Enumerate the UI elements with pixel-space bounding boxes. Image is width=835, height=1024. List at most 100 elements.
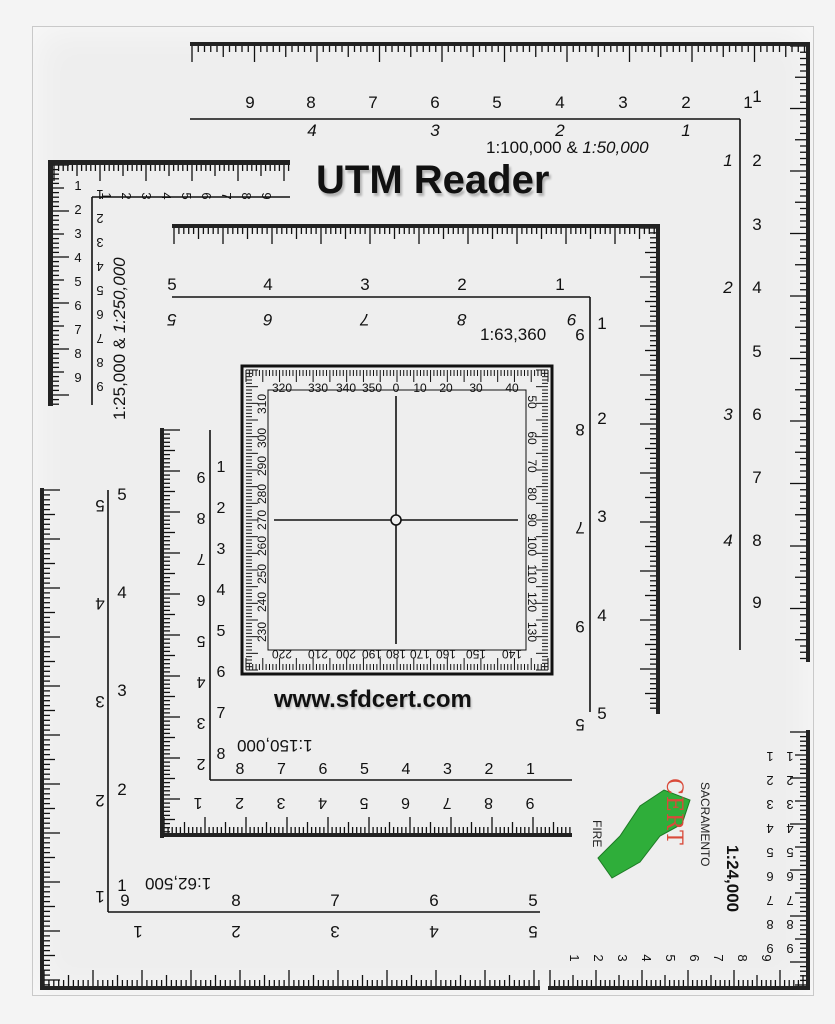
left-scale-number: 4 [74, 250, 81, 265]
protractor [240, 364, 554, 676]
lower-scale-number: 1 [117, 876, 126, 895]
left-scale-number-2: 1 [96, 187, 103, 202]
protractor-degree-right: 110 [525, 564, 539, 583]
protractor-degree-right: 120 [525, 592, 539, 612]
inner-scale-number-mirror: 3 [196, 714, 205, 731]
top-scale-number: 5 [492, 93, 501, 112]
inner-bottom-number: 6 [319, 761, 328, 778]
inner-scale-number: 4 [217, 582, 226, 599]
top-scale-number: 4 [555, 93, 564, 112]
protractor-degree-bottom: 150 [466, 647, 486, 661]
br-scale-number-2: 1 [766, 749, 773, 764]
br-scale-number-2: 8 [766, 917, 773, 932]
protractor-degree-bottom: 190 [362, 647, 382, 661]
left-scale-number: 1 [74, 178, 81, 193]
mid-scale-number: 5 [167, 275, 176, 294]
mid-right-number: 1 [597, 314, 606, 333]
protractor-degree-left: 310 [255, 394, 269, 414]
left-top-scale-number: 6 [199, 192, 214, 199]
inner-bottom-number-mirror: 3 [276, 794, 285, 811]
inner-bottom-edge-bar [160, 833, 572, 837]
protractor-degree-bottom: 200 [336, 647, 356, 661]
right-scale-italic-number: 1 [723, 151, 732, 170]
br-bottom-scale-number: 9 [759, 954, 774, 961]
top-scale-number: 9 [245, 93, 254, 112]
inner-scale-number: 5 [217, 623, 226, 640]
left-top-scale-number: 1 [99, 192, 114, 199]
mid-scale-italic-number: 9 [567, 310, 577, 329]
br-bottom-scale-number: 2 [591, 954, 606, 961]
mid-right-italic-number: 5 [575, 715, 584, 734]
inner-bottom-number-mirror: 7 [442, 794, 451, 811]
org-name: SACRAMENTO [698, 782, 712, 867]
protractor-degree-top: 0 [393, 381, 400, 395]
br-right-edge-bar [806, 730, 810, 988]
top-scale-number: 2 [681, 93, 690, 112]
protractor-degree-bottom: 140 [502, 647, 522, 661]
protractor-degree-top: 340 [336, 381, 356, 395]
scale-25k-text: 1:25,000 & [110, 333, 129, 420]
lower-bottom-number-mirror: 2 [231, 922, 240, 941]
top-scale-italic-number: 4 [307, 121, 316, 140]
protractor-degree-right: 80 [525, 487, 539, 501]
inner-bottom-number-mirror: 6 [401, 794, 410, 811]
protractor-degree-top: 20 [439, 381, 453, 395]
inner-scale-number: 3 [217, 541, 226, 558]
protractor-degree-right: 100 [525, 536, 539, 556]
inner-left-edge-bar [160, 428, 164, 838]
protractor-degree-left: 250 [255, 564, 269, 584]
left-scale-number: 6 [74, 298, 81, 313]
right-scale-number: 9 [752, 593, 761, 612]
right-scale-number: 6 [752, 405, 761, 424]
cert-logo-icon [597, 789, 691, 879]
scale-label-25k: 1:25,000 & 1:250,000 [110, 257, 130, 420]
left-top-scale-number: 5 [179, 192, 194, 199]
left-scale-number: 3 [74, 226, 81, 241]
scale-label-24k: 1:24,000 [723, 845, 742, 913]
br-scale-number-2: 5 [766, 845, 773, 860]
left-side-edge-bar [48, 160, 53, 406]
mid-right-number: 2 [597, 409, 606, 428]
mid-scale-italic-number: 5 [167, 310, 177, 329]
right-scale-number: 3 [752, 215, 761, 234]
left-scale-number: 2 [74, 202, 81, 217]
scale-label-62k: 1:62,500 [145, 874, 212, 893]
br-scale-number: 6 [786, 869, 793, 884]
protractor-degree-bottom: 210 [308, 647, 328, 661]
right-scale-italic-number: 3 [723, 405, 733, 424]
scale-100k-text: 1:100,000 & [486, 138, 583, 157]
inner-bottom-number: 1 [526, 761, 535, 778]
left-scale-number-2: 8 [96, 355, 103, 370]
website-url: www.sfdcert.com [274, 686, 472, 713]
inner-scale-number-mirror: 7 [196, 550, 205, 567]
protractor-degree-bottom: 160 [436, 647, 456, 661]
page-title: UTM Reader [316, 158, 550, 202]
br-scale-number: 2 [786, 773, 793, 788]
left-scale-number-2: 2 [96, 211, 103, 226]
lower-bottom-number-mirror: 4 [429, 922, 438, 941]
protractor-degree-top: 320 [272, 381, 292, 395]
top-edge-bar [190, 42, 810, 46]
inner-bottom-number-mirror: 9 [525, 794, 534, 811]
protractor-degree-top: 330 [308, 381, 328, 395]
inner-scale-number: 1 [217, 459, 226, 476]
lower-bottom-edge-bar [40, 986, 540, 990]
br-bottom-scale-number: 3 [615, 954, 630, 961]
protractor-degree-left: 240 [255, 592, 269, 612]
mid-scale-number: 4 [263, 275, 272, 294]
left-top-scale-number: 7 [219, 192, 234, 199]
br-bottom-scale-number: 7 [711, 954, 726, 961]
inner-bottom-number: 7 [277, 761, 286, 778]
left-scale-number: 9 [74, 370, 81, 385]
protractor-degree-left: 300 [255, 428, 269, 448]
inner-bottom-number-mirror: 1 [193, 794, 202, 811]
left-scale-number-2: 5 [96, 283, 103, 298]
lower-scale-number: 2 [117, 780, 126, 799]
inner-bottom-number: 3 [443, 761, 452, 778]
top-scale-number: 7 [368, 93, 377, 112]
right-scale-number: 2 [752, 151, 761, 170]
inner-scale-number: 6 [217, 664, 226, 681]
left-top-scale-number: 8 [239, 192, 254, 199]
lower-scale-number-mirror: 2 [95, 791, 104, 810]
protractor-degree-left: 270 [255, 510, 269, 530]
